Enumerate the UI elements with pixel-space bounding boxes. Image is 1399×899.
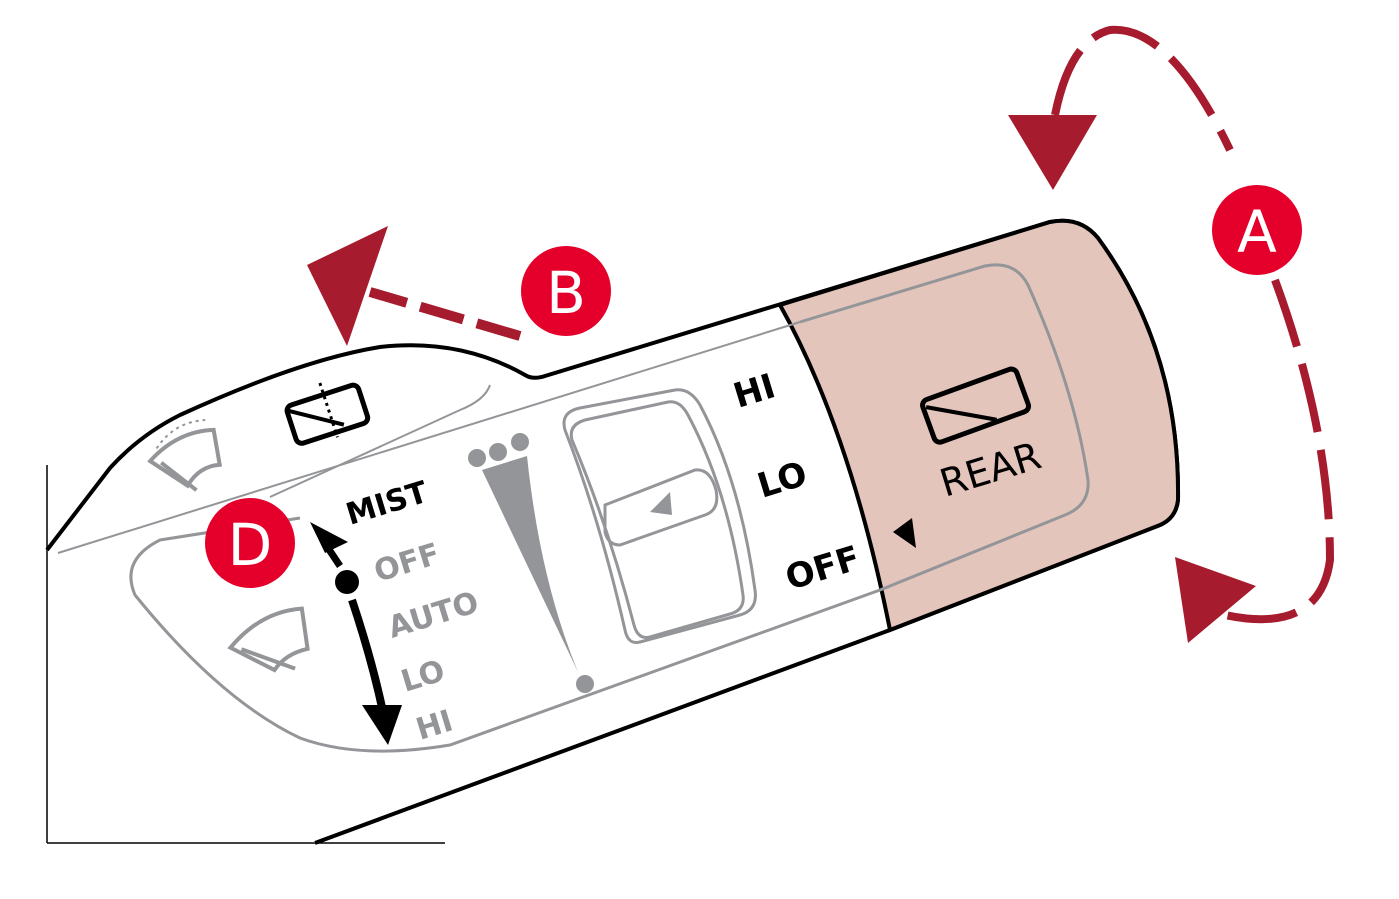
rocker-arrow-icon xyxy=(650,492,672,515)
rear-cap-inner-outline xyxy=(799,263,1090,592)
upper-panel-line xyxy=(269,384,491,498)
rear-washer-icon xyxy=(284,382,371,446)
rear-wiper-cap[interactable] xyxy=(777,218,1181,633)
washer-rocker-button[interactable] xyxy=(562,388,757,644)
wiper-speed-indicator xyxy=(468,433,594,693)
front-wiper-icon xyxy=(227,606,310,673)
callout-d: D xyxy=(205,498,295,588)
callout-b: B xyxy=(521,246,611,336)
front-ring-panel xyxy=(129,516,881,753)
front-washer-icon xyxy=(147,419,223,492)
arrow-a-rotation xyxy=(1008,25,1335,643)
callout-a: A xyxy=(1212,185,1302,275)
svg-text:D: D xyxy=(228,511,273,579)
svg-text:B: B xyxy=(546,259,586,327)
rear-position-pointer-icon xyxy=(893,518,916,548)
rear-wiper-icon xyxy=(920,366,1032,445)
arrow-b-pull xyxy=(307,226,522,346)
svg-text:A: A xyxy=(1237,198,1277,266)
front-ring-rotation-arrow xyxy=(310,522,402,745)
stalk-divider-line xyxy=(57,321,801,554)
